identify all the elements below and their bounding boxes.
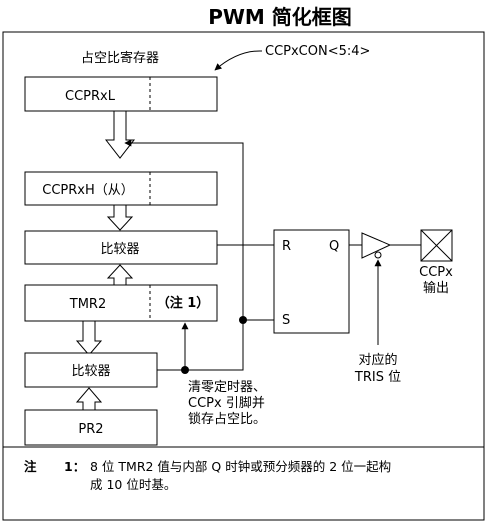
comparator-top	[24, 230, 218, 265]
ff-s-label: S	[282, 313, 290, 328]
comparator-bottom-label: 比较器	[71, 364, 110, 379]
transfer-arrow-h-to-comparator	[106, 204, 134, 231]
tris-label-2: TRIS 位	[354, 370, 401, 385]
output-buffer	[361, 232, 392, 259]
transfer-arrow-pr2-to-comparator	[75, 387, 103, 411]
comparator-top-label: 比较器	[100, 242, 139, 257]
transfer-arrow-l-to-h	[104, 110, 136, 159]
outer-frame	[2, 31, 485, 521]
tris-label-1: 对应的	[358, 352, 397, 368]
note-number: 1：	[64, 459, 85, 474]
ccpx-pin-cross-b	[420, 229, 453, 262]
junction-s	[239, 316, 247, 324]
pr2-label: PR2	[78, 422, 103, 437]
note-prefix: 注	[24, 459, 37, 474]
clear-annotation-line-1: 清零定时器、	[188, 380, 266, 395]
ccpxcon-label: CCPxCON<5:4>	[265, 44, 370, 59]
transfer-arrow-tmr2-to-comparator-bottom	[75, 320, 103, 356]
tmr2-register	[24, 284, 218, 322]
pr2-register	[24, 409, 158, 446]
clear-annotation-line-3: 锁存占空比。	[188, 411, 266, 427]
comparator-bottom-output-line	[157, 320, 244, 371]
latch-load-line	[124, 139, 244, 320]
note-line-1: 8 位 TMR2 值与内部 Q 时钟或预分频器的 2 位一起构	[90, 459, 391, 474]
ccprxh-label: CCPRxH（从）	[42, 183, 134, 198]
ccpxcon-pointer	[214, 50, 263, 71]
ff-q-label: Q	[329, 239, 339, 254]
ccprxh-register	[24, 171, 218, 206]
clear-annotation-line-2: CCPx 引脚并	[188, 395, 265, 411]
buffer-enable-bubble	[374, 251, 382, 259]
ccprxl-label: CCPRxL	[65, 89, 116, 104]
ff-r-label: R	[282, 239, 291, 254]
ccpx-output-label-2: 输出	[423, 280, 449, 296]
transfer-arrow-tmr2-to-comparator	[106, 264, 134, 286]
ccpx-output-label-1: CCPx	[419, 265, 453, 280]
diagram-title: PWM 简化框图	[208, 5, 352, 29]
ccprxl-register	[24, 76, 218, 112]
note-line-2: 成 10 位时基。	[90, 477, 176, 492]
tmr2-note-ref: （注 1）	[157, 295, 210, 311]
duty-cycle-registers-label: 占空比寄存器	[81, 50, 159, 66]
tmr2-label: TMR2	[69, 297, 106, 312]
rs-flip-flop	[273, 229, 350, 334]
